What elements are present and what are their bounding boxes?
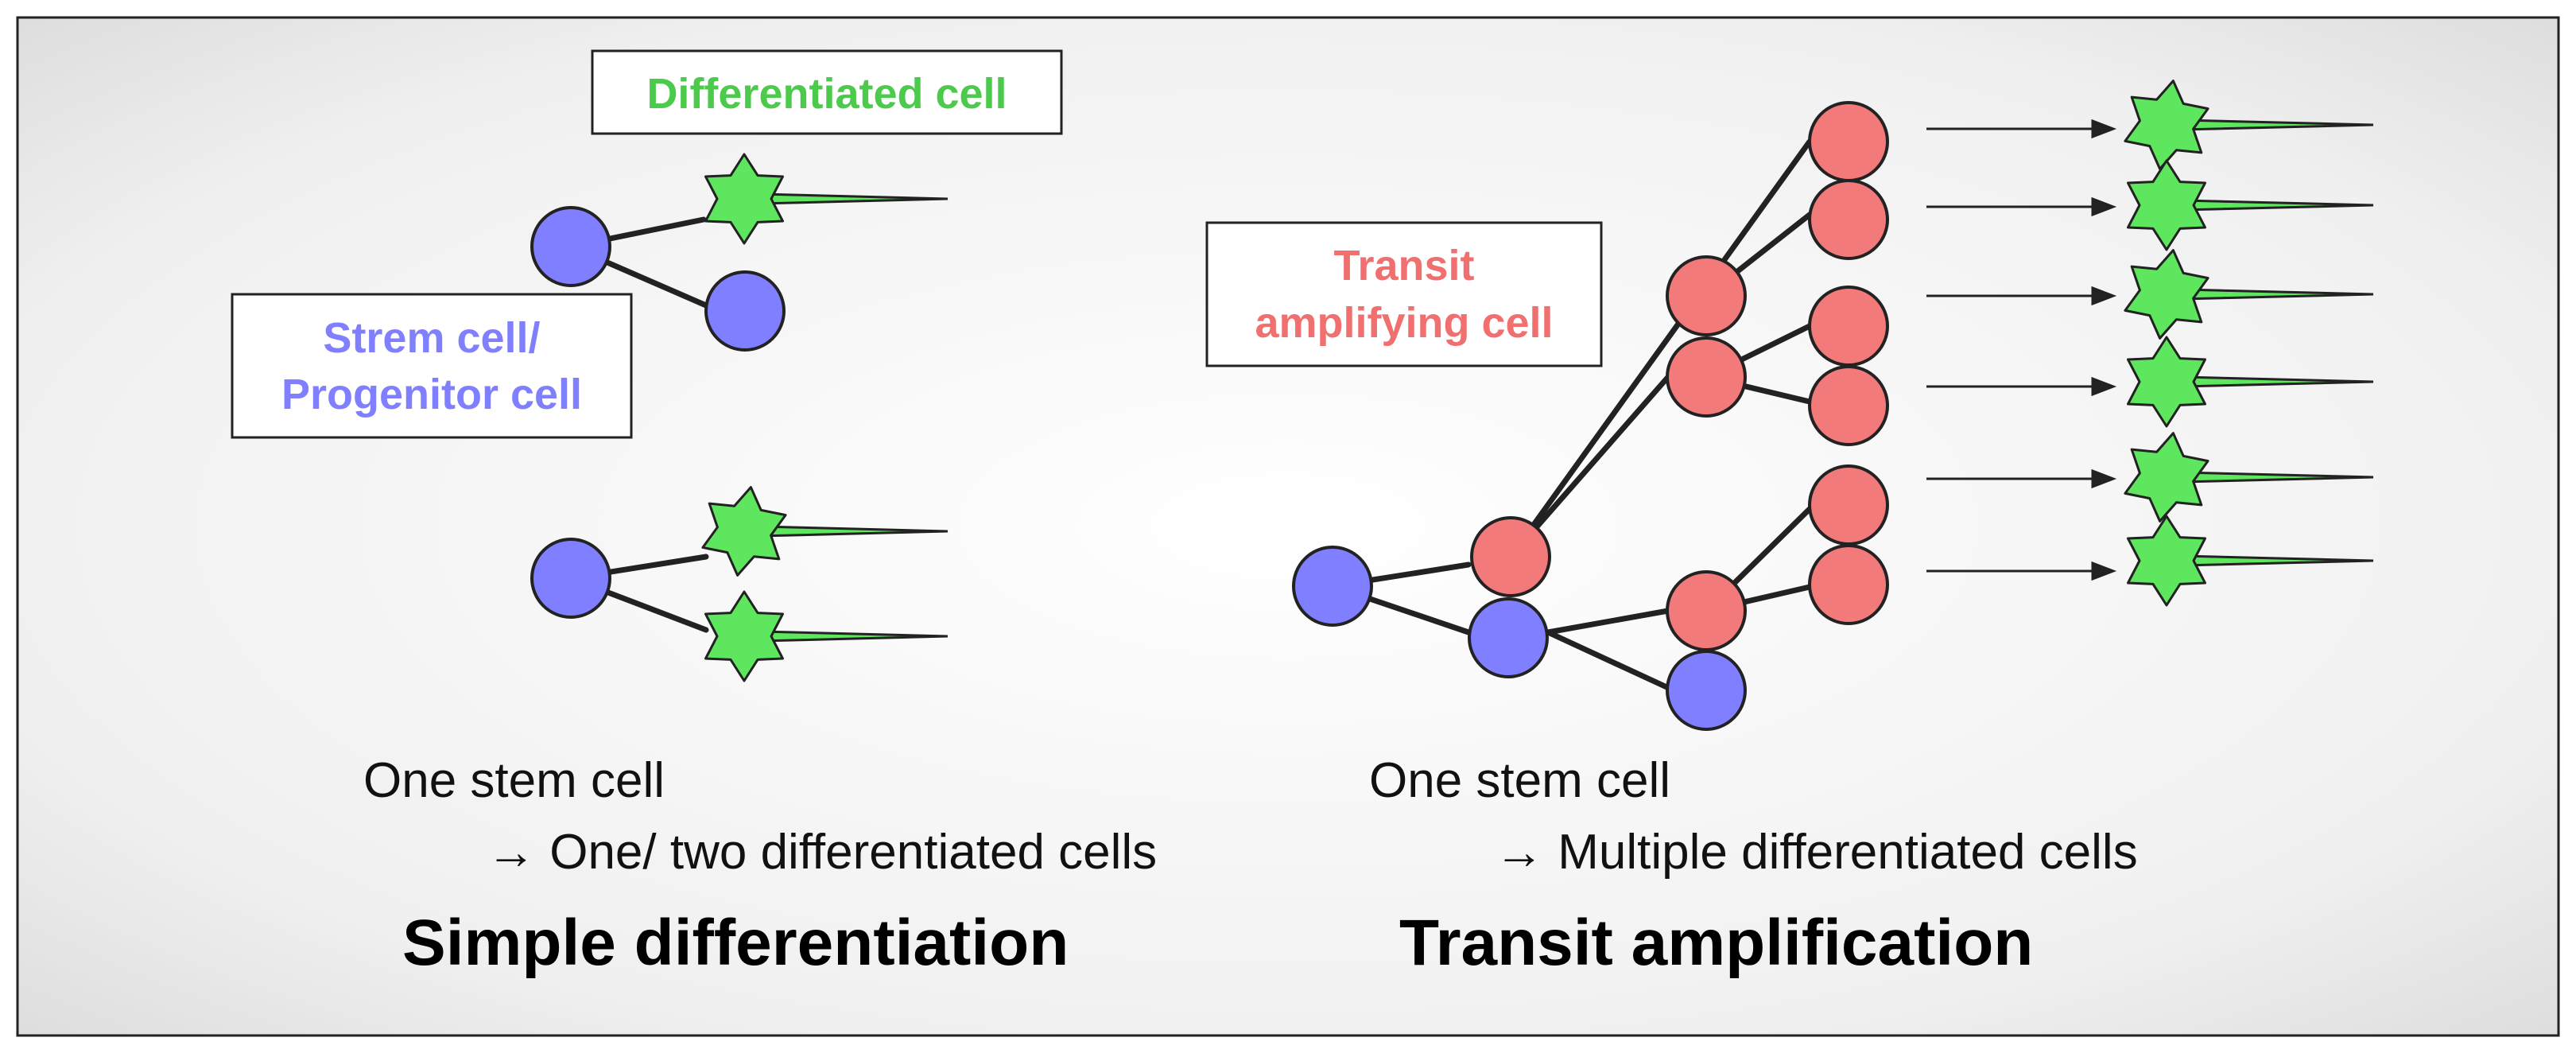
stem-cell-left-top [530, 206, 611, 287]
differentiated-cell-star [701, 486, 949, 577]
right-caption-line2: → Multiple differentiated cells [1495, 825, 2138, 880]
arrow-4 [1926, 376, 2117, 397]
stem-cell-right [1292, 546, 1373, 627]
arrow-5 [1926, 468, 2117, 489]
transit-cell-gen3-b [1808, 179, 1889, 260]
differentiated-cells [701, 80, 2374, 682]
differentiated-cell-body [2124, 249, 2209, 340]
transit-cell-gen3-d [1808, 365, 1889, 446]
arrow-3 [1926, 286, 2117, 306]
arrow-1 [1926, 119, 2117, 139]
transit-cell-label: Transit amplifying cell [1205, 221, 1603, 367]
stem-cell-label: Strem cell/ Progenitor cell [231, 293, 633, 439]
differentiated-cell-star [2124, 432, 2374, 523]
transit-cell-gen3-f [1808, 544, 1889, 625]
transit-cell-gen3-c [1808, 286, 1889, 367]
differentiated-cell-label: Differentiated cell [591, 49, 1063, 135]
right-caption-line1: One stem cell [1369, 753, 1670, 808]
differentiated-cell-star [2124, 80, 2374, 170]
left-caption-line2: → One/ two differentiated cells [487, 825, 1157, 880]
left-caption-line1: One stem cell [363, 753, 665, 808]
differentiated-cell-star [2127, 336, 2374, 428]
transit-cell-gen1 [1470, 516, 1551, 597]
stem-cells [530, 206, 1747, 731]
differentiated-cell-body [2127, 515, 2206, 607]
arrow-2 [1926, 196, 2117, 217]
transit-cell-label-line2: amplifying cell [1255, 299, 1553, 347]
differentiated-cell-body [704, 153, 784, 245]
progenitor-cell-left-top [704, 270, 786, 352]
differentiated-cell-star [2124, 249, 2374, 340]
right-caption: One stem cell → Multiple differentiated … [1369, 753, 2138, 979]
stem-cell-label-line1: Strem cell/ [323, 314, 540, 362]
right-panel-title: Transit amplification [1399, 907, 2033, 979]
differentiated-cell-star [704, 153, 949, 245]
diagram-background [16, 16, 2560, 1037]
stem-cell-left-bottom [530, 538, 611, 619]
differentiated-cell-body [701, 486, 787, 577]
progression-arrows [1926, 119, 2117, 581]
transit-cell-label-line1: Transit [1333, 242, 1474, 289]
left-caption: One stem cell → One/ two differentiated … [363, 753, 1157, 979]
transit-cell-gen2-c [1666, 570, 1747, 651]
differentiated-cell-star [2127, 159, 2374, 251]
transit-cell-gen3-e [1808, 464, 1889, 546]
differentiated-cell-label-text: Differentiated cell [646, 70, 1007, 118]
arrow-6 [1926, 561, 2117, 581]
transit-cell-gen3-a [1808, 101, 1889, 182]
differentiated-cell-star [704, 590, 949, 682]
stem-cell-label-line2: Progenitor cell [281, 371, 582, 418]
differentiated-cell-body [704, 590, 784, 682]
left-panel-title: Simple differentiation [402, 907, 1069, 979]
differentiated-cell-star [2127, 515, 2374, 607]
stem-cell-right-branch [1666, 650, 1747, 731]
transit-cell-gen2-b [1666, 336, 1747, 418]
transit-amplifying-cells [1470, 101, 1889, 651]
differentiated-cell-body [2127, 336, 2206, 428]
transit-cell-gen2-a [1666, 255, 1747, 336]
differentiated-cell-body [2127, 159, 2206, 251]
stem-cell-right-self-renewed [1468, 597, 1549, 678]
differentiated-cell-body [2124, 432, 2209, 523]
